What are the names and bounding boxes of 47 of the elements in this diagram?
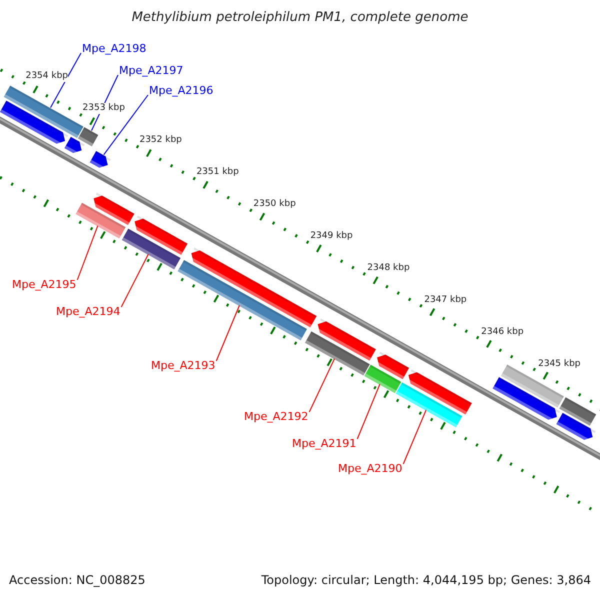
genome-summary-text: Topology: circular; Length: 4,044,195 bp; Genes: 3,864 — [261, 574, 591, 587]
leader-line — [402, 410, 427, 464]
gene-label: Mpe_A2192 — [244, 410, 308, 423]
gene-feature — [492, 376, 560, 422]
gene-bar — [76, 202, 126, 238]
scale-label: 2349 kbp — [310, 231, 353, 242]
gene-label: Mpe_A2197 — [119, 64, 184, 77]
gene-label: Mpe_A2193 — [151, 359, 216, 372]
scale-label: 2346 kbp — [481, 327, 524, 338]
scale-label: 2354 kbp — [26, 71, 68, 82]
gene-bar — [4, 85, 84, 138]
gene-bar — [305, 331, 370, 376]
gene-bar — [364, 364, 402, 393]
gene-label: Mpe_A2198 — [82, 42, 146, 55]
chart-title: Methylibium petroleiphilum PM1, complete genome — [130, 10, 470, 25]
gene-feature — [90, 192, 135, 225]
scale-label: 2345 kbp — [538, 359, 581, 370]
gene-bar — [122, 228, 181, 269]
gene-feature — [314, 318, 376, 360]
gene-label: Mpe_A2190 — [338, 462, 402, 475]
gene-label: Mpe_A2195 — [12, 278, 76, 291]
gene-bar — [178, 260, 308, 340]
scale-label: 2348 kbp — [367, 263, 410, 274]
accession-text: Accession: NC_008825 — [9, 574, 146, 587]
gene-feature — [132, 215, 188, 254]
gene-label: Mpe_A2194 — [56, 305, 120, 318]
scale-label: 2350 kbp — [253, 199, 296, 210]
gene-feature — [64, 136, 86, 156]
gene-feature — [556, 412, 596, 442]
leader-line — [216, 304, 240, 362]
leader-line — [103, 94, 148, 156]
gene-bar — [78, 126, 98, 146]
scale-label: 2347 kbp — [424, 295, 467, 306]
gene-feature — [0, 100, 68, 146]
leader-line — [50, 52, 82, 108]
gene-feature — [406, 368, 472, 414]
leader-line — [308, 358, 335, 412]
gene-label: Mpe_A2196 — [149, 84, 214, 97]
gene-bar — [396, 382, 462, 427]
scale-label: 2352 kbp — [139, 135, 182, 146]
gene-feature — [90, 150, 112, 170]
gene-feature — [188, 247, 317, 327]
scale-label: 2353 kbp — [82, 103, 125, 114]
gene-label: Mpe_A2191 — [292, 437, 356, 450]
gene-feature — [374, 351, 410, 379]
scale-label: 2351 kbp — [196, 167, 239, 178]
gene-bar — [560, 396, 596, 426]
